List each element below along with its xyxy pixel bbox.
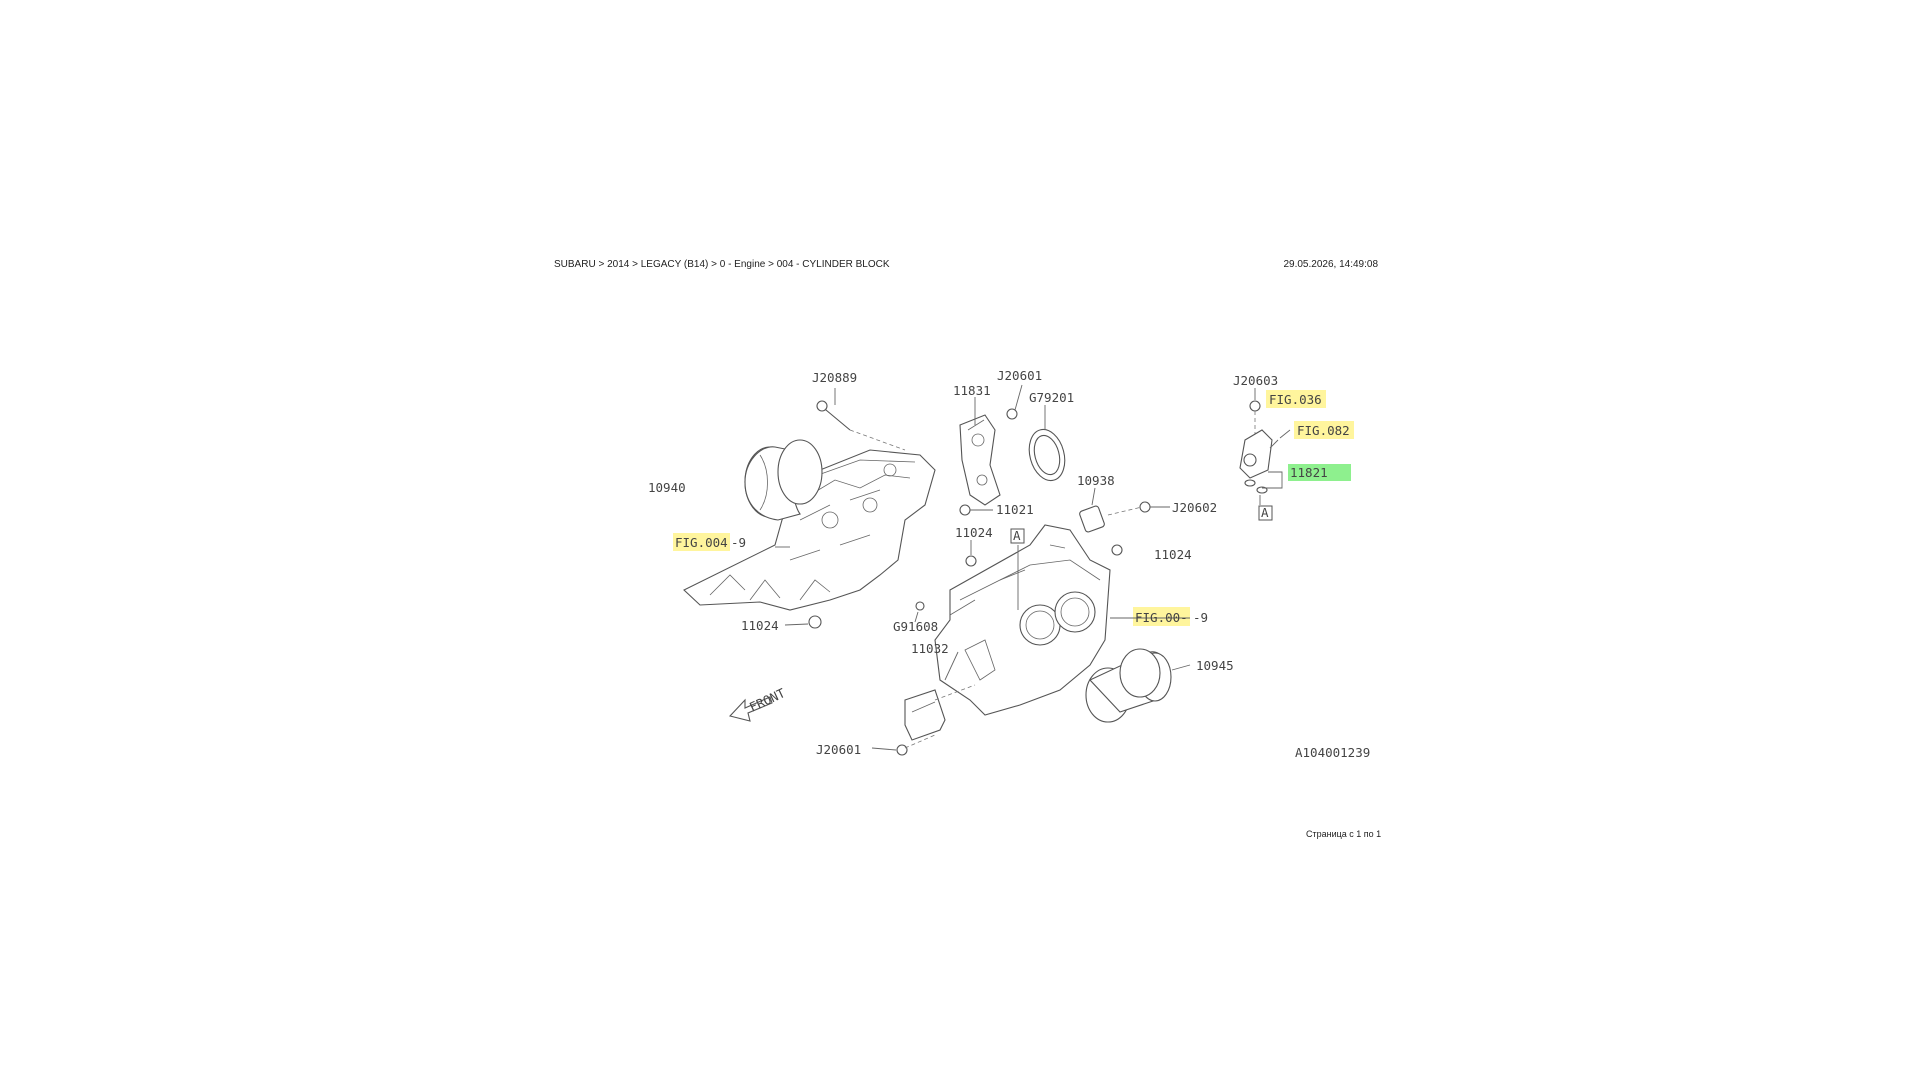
plug-g91608 [915, 601, 925, 611]
bracket-11032 [904, 684, 976, 741]
page-count: Страница с 1 по 1 [1306, 829, 1382, 839]
label-drawing-id: A104001239 [1295, 745, 1370, 760]
fig082-highlight [1294, 421, 1354, 439]
oil-switch-11821 [1239, 400, 1291, 494]
label-j20602: J20602 [1172, 500, 1217, 515]
label-g79201: G79201 [1029, 390, 1074, 405]
bolt-j20889 [816, 400, 906, 451]
right-crankcase-half [934, 524, 1111, 716]
label-j20889: J20889 [812, 370, 857, 385]
fig004-right-highlight [1133, 607, 1190, 626]
marker-box-a-left [1010, 528, 1025, 544]
label-fig004-left: FIG.004 [675, 535, 728, 550]
print-timestamp: 29.05.2026, 14:49:08 [1283, 259, 1378, 270]
cover-11831 [959, 414, 1001, 506]
part-11821-highlight [1288, 464, 1351, 481]
left-crankcase-half [683, 449, 936, 611]
plug-11021 [959, 504, 971, 516]
leader-lines [775, 384, 1261, 751]
label-j20603: J20603 [1233, 373, 1278, 388]
label-fig004-right: FIG.00- [1135, 610, 1188, 625]
fig036-highlight [1266, 390, 1326, 408]
label-11024-bottom: 11024 [741, 618, 779, 633]
label-11032: 11032 [911, 641, 949, 656]
collar-10938 [1079, 501, 1151, 533]
marker-box-a-right [1258, 505, 1273, 521]
label-fig004-right-suffix: -9 [1193, 610, 1208, 625]
label-j20601-top: J20601 [997, 368, 1042, 383]
bolt-j20601-bottom [896, 734, 936, 756]
breadcrumb: SUBARU > 2014 > LEGACY (B14) > 0 - Engin… [554, 259, 890, 270]
label-box-a-left: A [1013, 528, 1021, 543]
label-fig036: FIG.036 [1269, 392, 1322, 407]
label-j20601-bottom: J20601 [816, 742, 861, 757]
label-fig004-left-suffix: -9 [731, 535, 746, 550]
bolt-j20601-top [1006, 408, 1018, 420]
nut-11024-right [1111, 544, 1123, 556]
bearing-shell-set-10940 [744, 439, 823, 521]
label-11021: 11021 [996, 502, 1034, 517]
bearing-shell-set-10945 [1085, 648, 1172, 723]
label-g91608: G91608 [893, 619, 938, 634]
label-11831: 11831 [953, 383, 991, 398]
label-10945: 10945 [1196, 658, 1234, 673]
label-11821: 11821 [1290, 465, 1328, 480]
label-box-a-right: A [1261, 505, 1269, 520]
nut-11024-bottom [808, 615, 822, 629]
label-front: FRONT [747, 685, 788, 715]
label-fig082: FIG.082 [1297, 423, 1350, 438]
label-11024-mid: 11024 [955, 525, 993, 540]
front-arrow-icon [728, 696, 773, 722]
label-11024-right: 11024 [1154, 547, 1192, 562]
oil-seal-g79201 [1028, 428, 1066, 482]
nut-11024-mid [965, 555, 977, 567]
fig004-left-highlight [673, 533, 730, 551]
label-10938: 10938 [1077, 473, 1115, 488]
label-10940: 10940 [648, 480, 686, 495]
